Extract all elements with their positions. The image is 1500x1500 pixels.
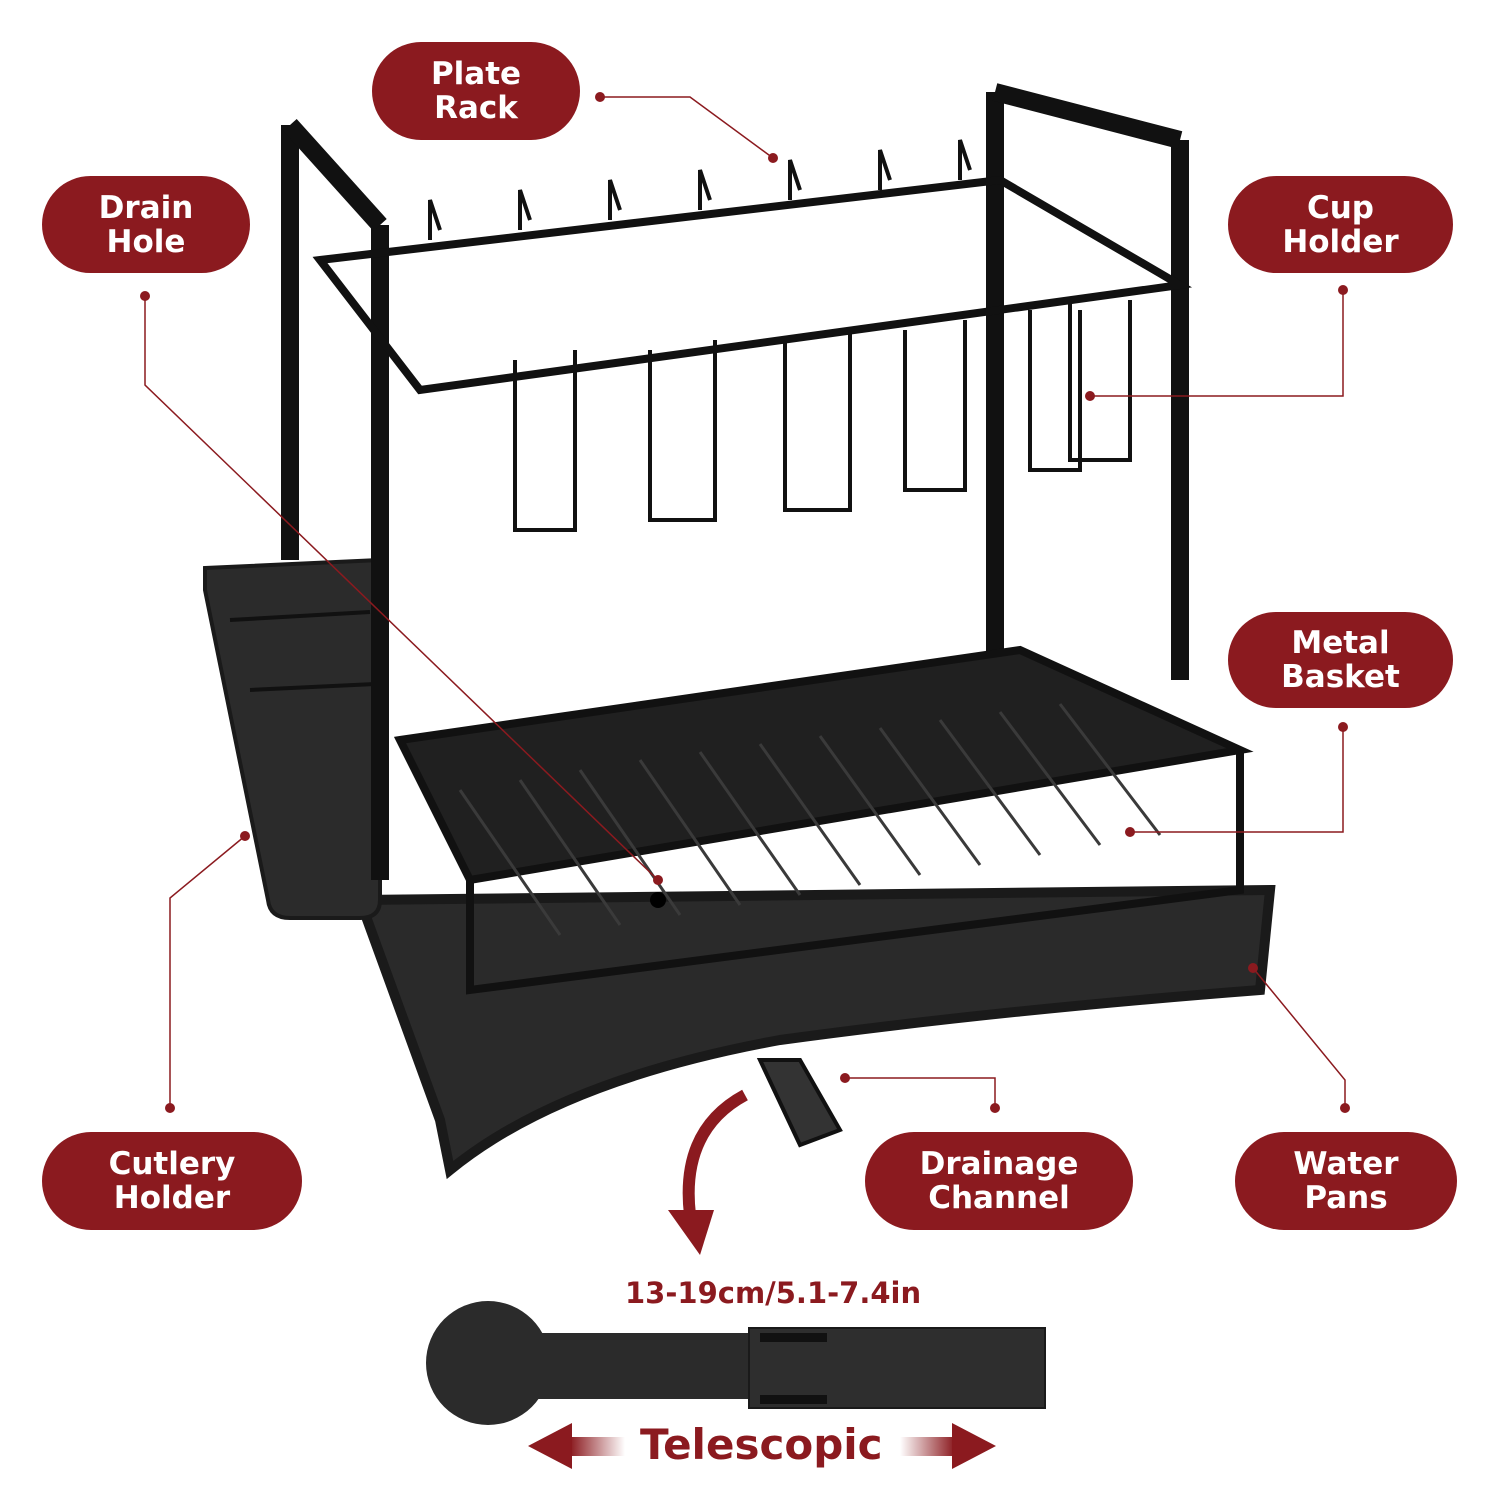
dimension-text: 13-19cm/5.1-7.4in (625, 1276, 922, 1310)
label-cup-holder: Cup Holder (1228, 176, 1453, 273)
leader-dots (140, 92, 1350, 1113)
metal-basket (393, 645, 1254, 885)
label-drainage-channel: Drainage Channel (865, 1132, 1133, 1230)
label-water-pans: Water Pans (1235, 1132, 1457, 1230)
arrow-left-icon (528, 1423, 625, 1469)
telescopic-drain-spout (426, 1301, 1046, 1425)
telescopic-text: Telescopic (640, 1420, 883, 1469)
arrow-right-icon (900, 1423, 996, 1469)
drainage-spout (756, 1058, 843, 1148)
plate-rack (312, 175, 1193, 395)
label-metal-basket: Metal Basket (1228, 612, 1453, 708)
label-cutlery-holder: Cutlery Holder (42, 1132, 302, 1230)
leader-lines (144, 96, 1346, 1108)
water-pan (352, 884, 1276, 1180)
cutlery-holder (203, 557, 382, 920)
label-plate-rack: Plate Rack (372, 42, 580, 140)
dish-rack (203, 83, 1276, 1180)
label-drain-hole: Drain Hole (42, 176, 250, 273)
curved-arrow-icon (682, 1089, 748, 1216)
